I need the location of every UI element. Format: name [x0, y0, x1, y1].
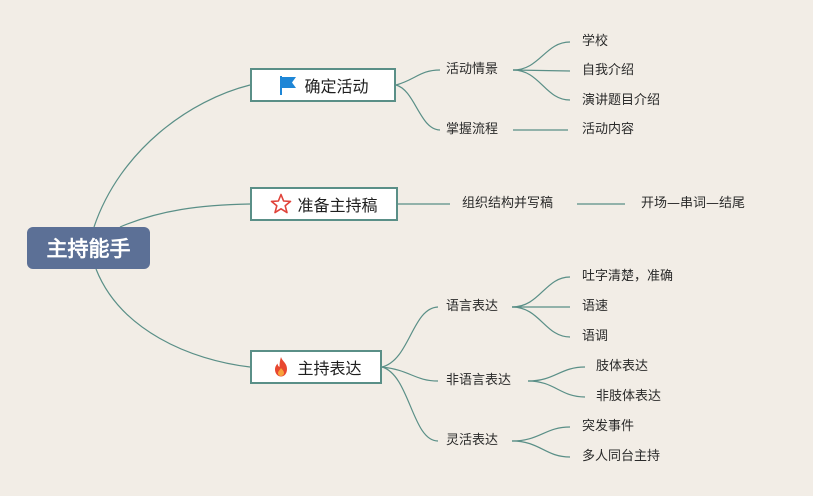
branch-node-hosting-expression[interactable]: 主持表达 [250, 350, 382, 384]
subtopic-master-process[interactable]: 掌握流程 [446, 122, 499, 137]
root-label: 主持能手 [46, 237, 131, 261]
link-b1-s2 [395, 84, 441, 131]
link-b1s1-l1 [512, 41, 571, 71]
leaf-clear-pronunciation[interactable]: 吐字清楚，准确 [582, 269, 674, 284]
leaf-school[interactable]: 学校 [582, 34, 609, 49]
link-b3s3-l2 [511, 440, 571, 458]
subtopic-verbal-expression[interactable]: 语言表达 [446, 299, 499, 314]
root-node[interactable]: 主持能手 [27, 227, 150, 269]
subtopic-nonverbal-expression[interactable]: 非语言表达 [446, 373, 512, 388]
leaf-opening-transition-ending[interactable]: 开场—串词—结尾 [641, 196, 746, 211]
leaf-activity-content[interactable]: 活动内容 [582, 122, 635, 137]
link-b1s1-l3 [512, 69, 571, 101]
link-b1-s1 [395, 69, 441, 86]
leaf-speech-topic[interactable]: 演讲题目介绍 [582, 93, 661, 108]
link-b3s2-l1 [527, 366, 586, 382]
leaf-emergencies[interactable]: 突发事件 [582, 419, 635, 434]
subtopic-organize-structure[interactable]: 组织结构并写稿 [462, 196, 554, 211]
link-b3s1-l3 [511, 306, 571, 338]
branch-node-prepare-script[interactable]: 准备主持稿 [250, 187, 398, 221]
subtopic-activity-scene[interactable]: 活动情景 [446, 62, 499, 77]
leaf-multi-host[interactable]: 多人同台主持 [582, 449, 661, 464]
flag-icon [280, 76, 297, 95]
branch-label: 准备主持稿 [297, 196, 378, 215]
branch-label: 确定活动 [304, 77, 369, 96]
link-b3s1-l1 [511, 276, 571, 308]
link-b3-s1 [381, 306, 439, 368]
branch-node-confirm-activity[interactable]: 确定活动 [250, 68, 396, 102]
link-root-branch-3 [95, 268, 251, 368]
leaf-body-language[interactable]: 肢体表达 [596, 359, 649, 374]
fire-icon [275, 357, 288, 377]
leaf-non-body-language[interactable]: 非肢体表达 [596, 389, 662, 404]
link-b3-s2 [381, 366, 439, 382]
link-b1s1-l2 [512, 69, 571, 72]
leaf-intonation[interactable]: 语调 [582, 329, 609, 344]
link-b3s2-l2 [527, 380, 586, 398]
leaf-self-intro[interactable]: 自我介绍 [582, 63, 635, 78]
link-root-branch-2 [119, 203, 251, 228]
link-root-branch-1 [93, 84, 251, 228]
leaf-speech-speed[interactable]: 语速 [582, 299, 609, 314]
link-b3-s3 [381, 366, 439, 442]
star-icon [271, 193, 292, 214]
link-b3s3-l1 [511, 426, 571, 442]
branch-label: 主持表达 [297, 359, 362, 378]
subtopic-flexible-expression[interactable]: 灵活表达 [446, 433, 499, 448]
